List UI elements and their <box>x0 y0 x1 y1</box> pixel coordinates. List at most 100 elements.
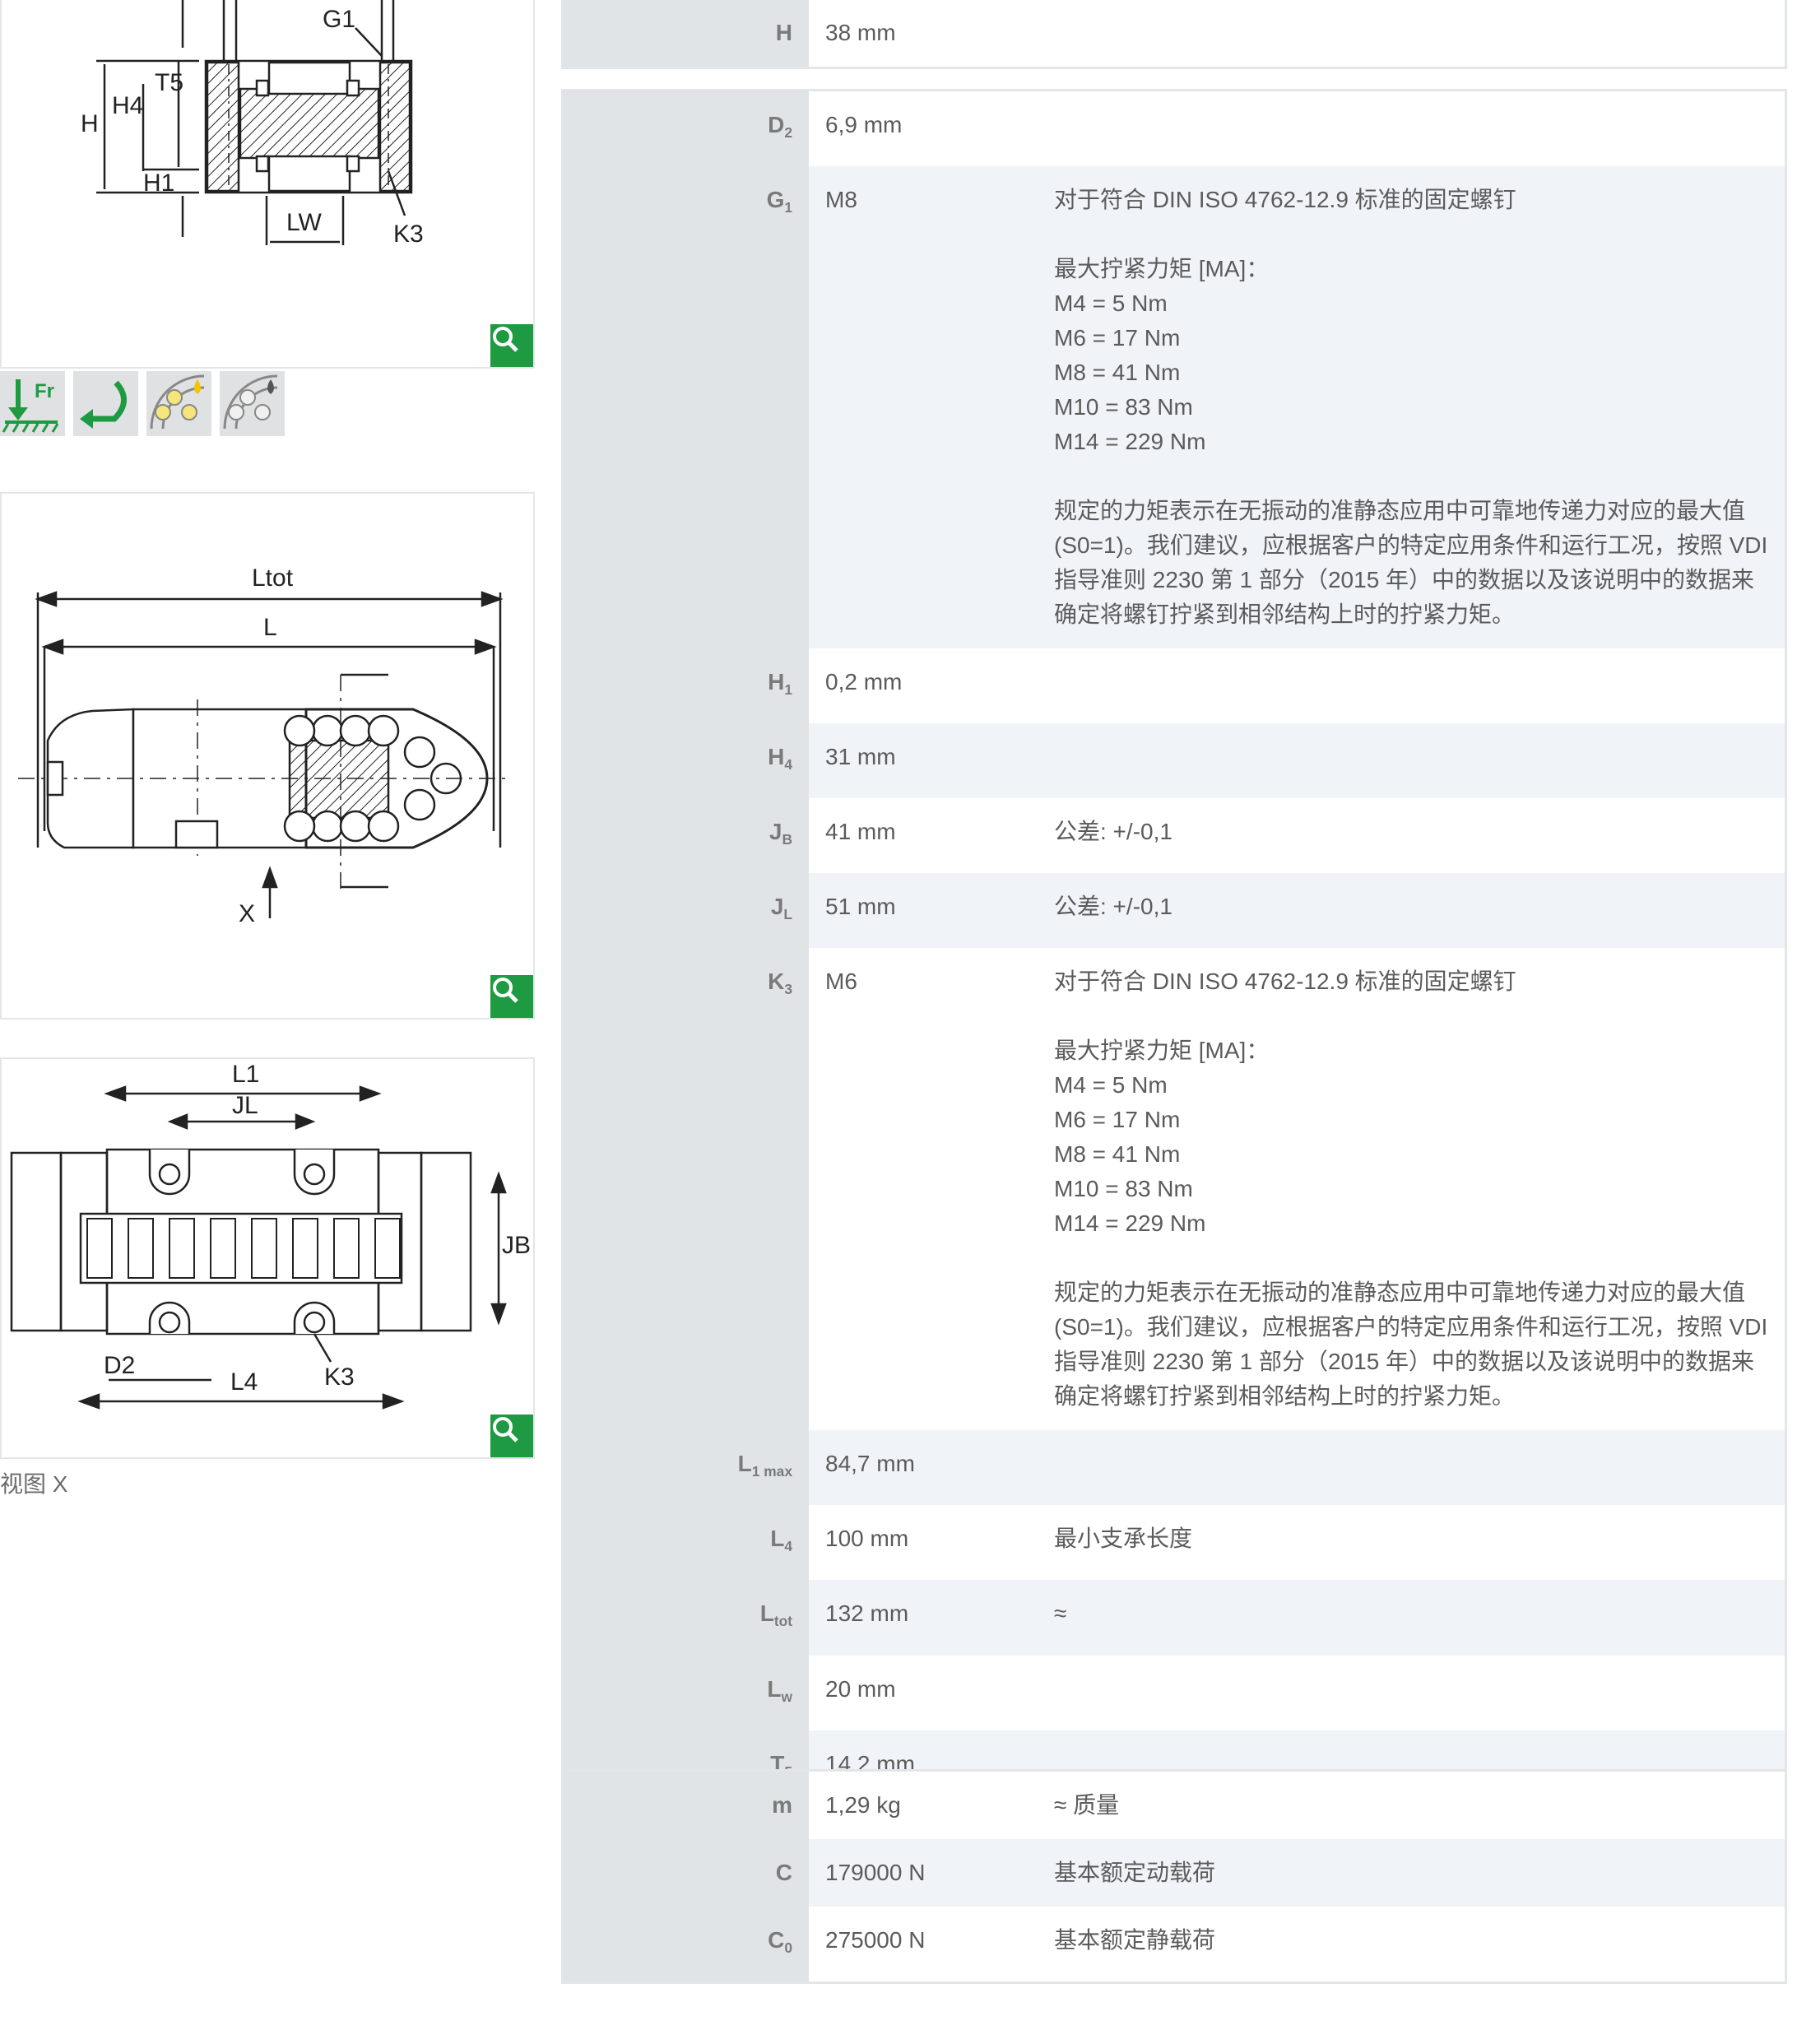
row-note: 对于符合 DIN ISO 4762-12.9 标准的固定螺钉最大拧紧力矩 [MA… <box>1054 166 1785 649</box>
row-value: 0,2 mm <box>825 669 903 695</box>
label-ltot: Ltot <box>252 564 294 592</box>
note-line: 公差: +/-0,1 <box>1054 894 1172 920</box>
label-x: X <box>239 900 255 927</box>
label-symbol: K <box>768 969 785 995</box>
row-value: 179000 N <box>809 1839 1054 1907</box>
note-spacer <box>1054 1241 1768 1275</box>
label-symbol: C <box>768 1927 785 1953</box>
note-spacer <box>1054 999 1768 1034</box>
dimension-table-top: H 38 mm <box>561 0 1787 69</box>
label-subscript: 4 <box>784 1538 792 1555</box>
fr-label: Fr <box>35 380 54 402</box>
row-label: Lw <box>564 1655 809 1730</box>
property-icons: Fr <box>0 371 285 436</box>
row-value: 6,9 mm <box>825 112 903 137</box>
note-line: M6 = 17 Nm <box>1054 325 1181 351</box>
row-label: JB <box>564 798 809 874</box>
label-subscript: 0 <box>784 1939 792 1957</box>
row-value: 84,7 mm <box>809 1430 1054 1506</box>
row-label: H4 <box>564 723 809 799</box>
row-value: 38 mm <box>825 20 896 45</box>
note-line: ≈ 质量 <box>1054 1792 1120 1818</box>
label-subscript: B <box>782 831 792 848</box>
label-symbol: J <box>768 819 782 845</box>
label-subscript: L <box>783 906 792 923</box>
label-subscript: 4 <box>784 756 792 773</box>
label-h1: H1 <box>143 170 174 197</box>
label-l: L <box>263 614 277 641</box>
row-value: 20 mm <box>825 1675 896 1702</box>
row-label: L4 <box>564 1505 809 1581</box>
row-label: G1 <box>564 166 809 649</box>
note-line: 对于符合 DIN ISO 4762-12.9 标准的固定螺钉 <box>1054 187 1516 213</box>
row-note: 公差: +/-0,1 <box>1054 873 1785 949</box>
rotation-arrow-icon <box>73 371 138 436</box>
row-value: 41 mm <box>825 819 896 845</box>
label-symbol: m <box>772 1792 792 1818</box>
label-symbol: C <box>775 1860 792 1885</box>
note-line: M8 = 41 Nm <box>1054 360 1181 386</box>
row-note: 基本额定动载荷 <box>1054 1839 1785 1907</box>
row-label: C <box>564 1839 809 1907</box>
row-note <box>1054 648 1785 723</box>
label-subscript: w <box>781 1688 792 1705</box>
oil-lubrication-icon <box>146 371 211 436</box>
label-symbol: J <box>770 894 784 920</box>
grease-lubrication-icon <box>220 371 285 436</box>
row-label: L1 max <box>564 1430 809 1506</box>
label-subscript: 2 <box>784 124 792 142</box>
note-line: M10 = 83 Nm <box>1054 1176 1193 1202</box>
row-label: H1 <box>564 648 809 724</box>
label-jl: JL <box>232 1092 258 1119</box>
row-value: 1,29 kg <box>825 1792 901 1818</box>
magnifier-icon[interactable] <box>490 1415 533 1457</box>
label-symbol: D <box>768 112 785 137</box>
magnifier-icon[interactable] <box>490 975 533 1018</box>
row-value: 51 mm <box>809 873 1054 949</box>
row-note: ≈ <box>1054 1580 1785 1656</box>
note-line: 最小支承长度 <box>1054 1526 1193 1552</box>
view-x-svg: L1 JL JB D2 L4 K3 <box>10 1061 531 1410</box>
table-row: K3 M6 对于符合 DIN ISO 4762-12.9 标准的固定螺钉最大拧紧力矩… <box>564 948 1785 1431</box>
label-g1: G1 <box>323 6 355 33</box>
note-line: M14 = 229 Nm <box>1054 429 1206 455</box>
note-line: 基本额定静载荷 <box>1054 1927 1216 1953</box>
label-k3: K3 <box>324 1363 355 1391</box>
note-line: M8 = 41 Nm <box>1054 1141 1181 1168</box>
label-lw: LW <box>286 209 322 236</box>
note-line: ≈ <box>1054 1600 1067 1627</box>
row-label: H <box>564 0 809 67</box>
row-value: 31 mm <box>809 723 1054 799</box>
note-line: M4 = 5 Nm <box>1054 1072 1168 1099</box>
row-value: M6 <box>825 969 857 995</box>
row-label: K3 <box>564 948 809 1431</box>
note-line: M4 = 5 Nm <box>1054 290 1168 317</box>
label-subscript: 1 <box>784 199 792 216</box>
note-line: 规定的力矩表示在无振动的准静态应用中可靠地传递力对应的最大值 (S0=1)。我们… <box>1054 498 1768 628</box>
note-line: M6 = 17 Nm <box>1054 1107 1181 1133</box>
row-note <box>1054 723 1785 799</box>
note-line: M14 = 229 Nm <box>1054 1210 1206 1237</box>
cross-section-drawing: G1 T5 H H4 H1 LW K3 <box>0 0 535 369</box>
table-row: Lw 20 mm <box>564 1655 1785 1730</box>
label-symbol: H <box>768 669 785 695</box>
label-symbol: L <box>759 1600 774 1627</box>
label-symbol: L <box>737 1451 752 1477</box>
row-note: 对于符合 DIN ISO 4762-12.9 标准的固定螺钉最大拧紧力矩 [MA… <box>1054 948 1785 1430</box>
note-spacer <box>1054 459 1768 494</box>
label-h: H <box>81 110 99 137</box>
row-label: D2 <box>564 91 809 167</box>
magnifier-icon[interactable] <box>490 324 533 367</box>
label-subscript: 1 <box>784 681 792 699</box>
label-subscript: 1 max <box>751 1463 792 1480</box>
cross-section-svg: G1 T5 H H4 H1 LW K3 <box>81 0 424 248</box>
side-section-drawing: Ltot L X <box>0 492 535 1020</box>
note-line: 规定的力矩表示在无振动的准静态应用中可靠地传递力对应的最大值 (S0=1)。我们… <box>1054 1280 1768 1410</box>
row-note <box>1054 1656 1785 1730</box>
